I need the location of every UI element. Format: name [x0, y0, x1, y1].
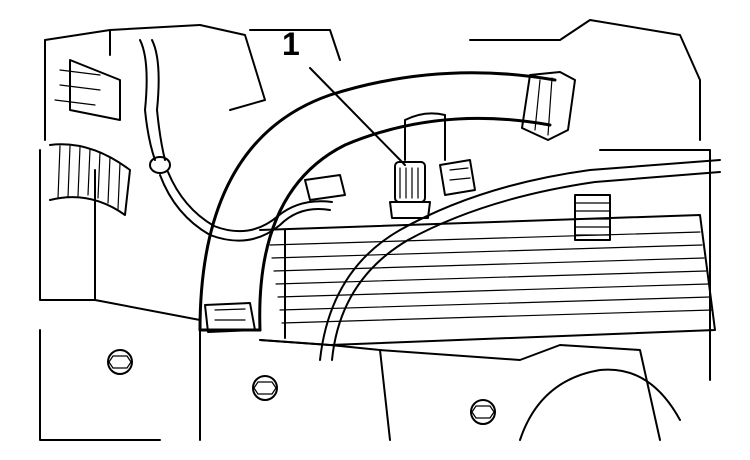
engine-block-background — [39, 19, 711, 441]
temperature-sensor — [389, 112, 446, 219]
connector-bracket — [304, 159, 476, 201]
coil-spring — [574, 194, 611, 241]
corrugated-hose-left — [49, 143, 131, 216]
vacuum-tube — [319, 159, 721, 361]
cylinder-head-cover — [259, 214, 716, 346]
bolt-heads — [107, 349, 496, 425]
wire-harness-left — [139, 39, 333, 242]
lower-casing — [94, 299, 681, 441]
callout-leader-line — [309, 67, 406, 166]
callout-label: 1 — [282, 26, 300, 62]
curved-coolant-hose — [198, 71, 576, 333]
